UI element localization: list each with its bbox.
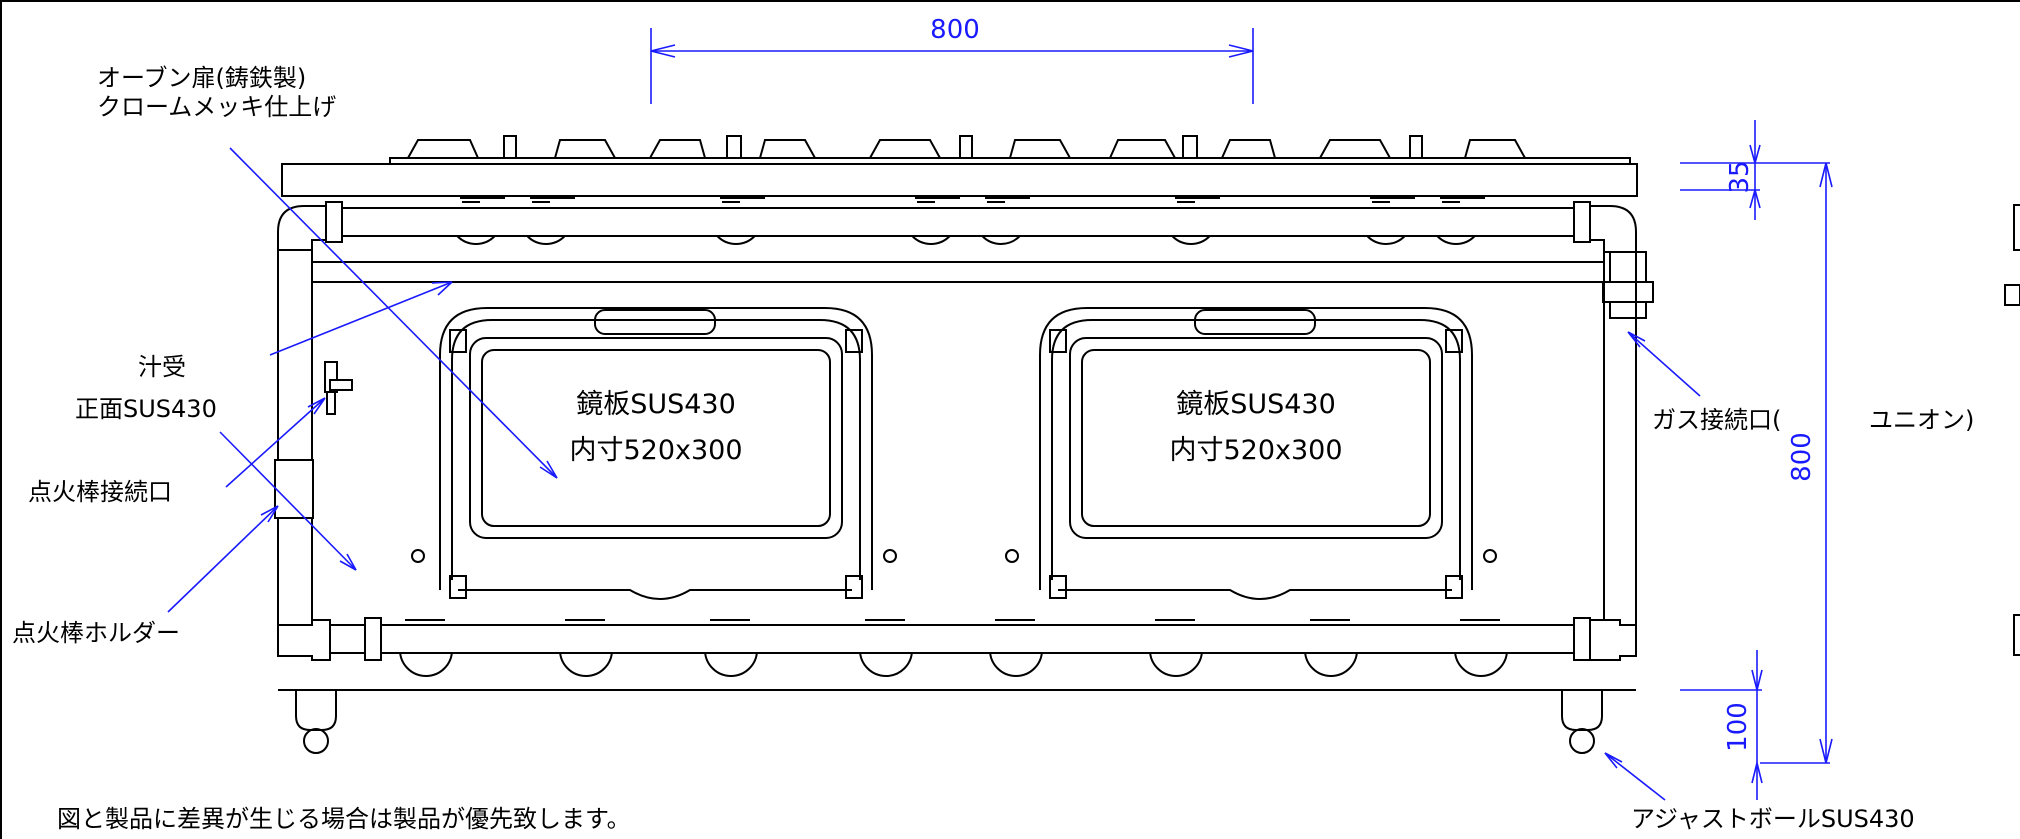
- label-igniter-port: 点火棒接続口: [28, 478, 172, 506]
- caster-right: [1569, 728, 1595, 754]
- label-oven-door-2: クロームメッキ仕上げ: [97, 93, 336, 121]
- burner-grates: [389, 135, 1631, 165]
- label-gas-port-a: ガス接続口(: [1652, 406, 1781, 434]
- dim-leg-text: 100: [1723, 702, 1753, 752]
- label-drip-tray: 汁受: [138, 353, 186, 381]
- disclaimer-note: 図と製品に差異が生じる場合は製品が優先致します。: [57, 805, 631, 833]
- lower-knobs: [399, 619, 1508, 677]
- panel-left-material: 鏡板SUS430: [576, 389, 736, 420]
- panel-right-size: 内寸520x300: [1169, 435, 1342, 466]
- label-igniter-holder: 点火棒ホルダー: [12, 619, 180, 647]
- dim-top: [1680, 120, 1830, 220]
- igniter-parts: [274, 361, 353, 519]
- label-oven-door-1: オーブン扉(鋳鉄製): [97, 64, 306, 92]
- dim-height-text: 800: [1787, 432, 1817, 482]
- oven-door-right: [1005, 307, 1497, 600]
- caster-left: [303, 728, 329, 754]
- panel-right-material: 鏡板SUS430: [1176, 389, 1336, 420]
- dim-height: [1760, 162, 1833, 764]
- top-plate: [281, 163, 1638, 197]
- dim-width: [650, 28, 1254, 104]
- legs: [295, 690, 1603, 754]
- oven-door-left: [411, 307, 897, 600]
- side-view-partial: [2004, 204, 2020, 656]
- upper-rail: [277, 201, 1637, 253]
- panel-left-size: 内寸520x300: [569, 435, 742, 466]
- leader-lines: [167, 147, 1701, 801]
- label-gas-port-b: ユニオン): [1869, 406, 1974, 434]
- dim-leg: [1680, 650, 1763, 800]
- lower-rail: [277, 617, 1637, 661]
- dim-top-text: 35: [1725, 160, 1755, 193]
- label-adjuster: アジャストボールSUS430: [1631, 805, 1915, 833]
- label-front: 正面SUS430: [75, 395, 217, 423]
- gas-union: [1602, 251, 1654, 319]
- dim-width-text: 800: [930, 15, 980, 45]
